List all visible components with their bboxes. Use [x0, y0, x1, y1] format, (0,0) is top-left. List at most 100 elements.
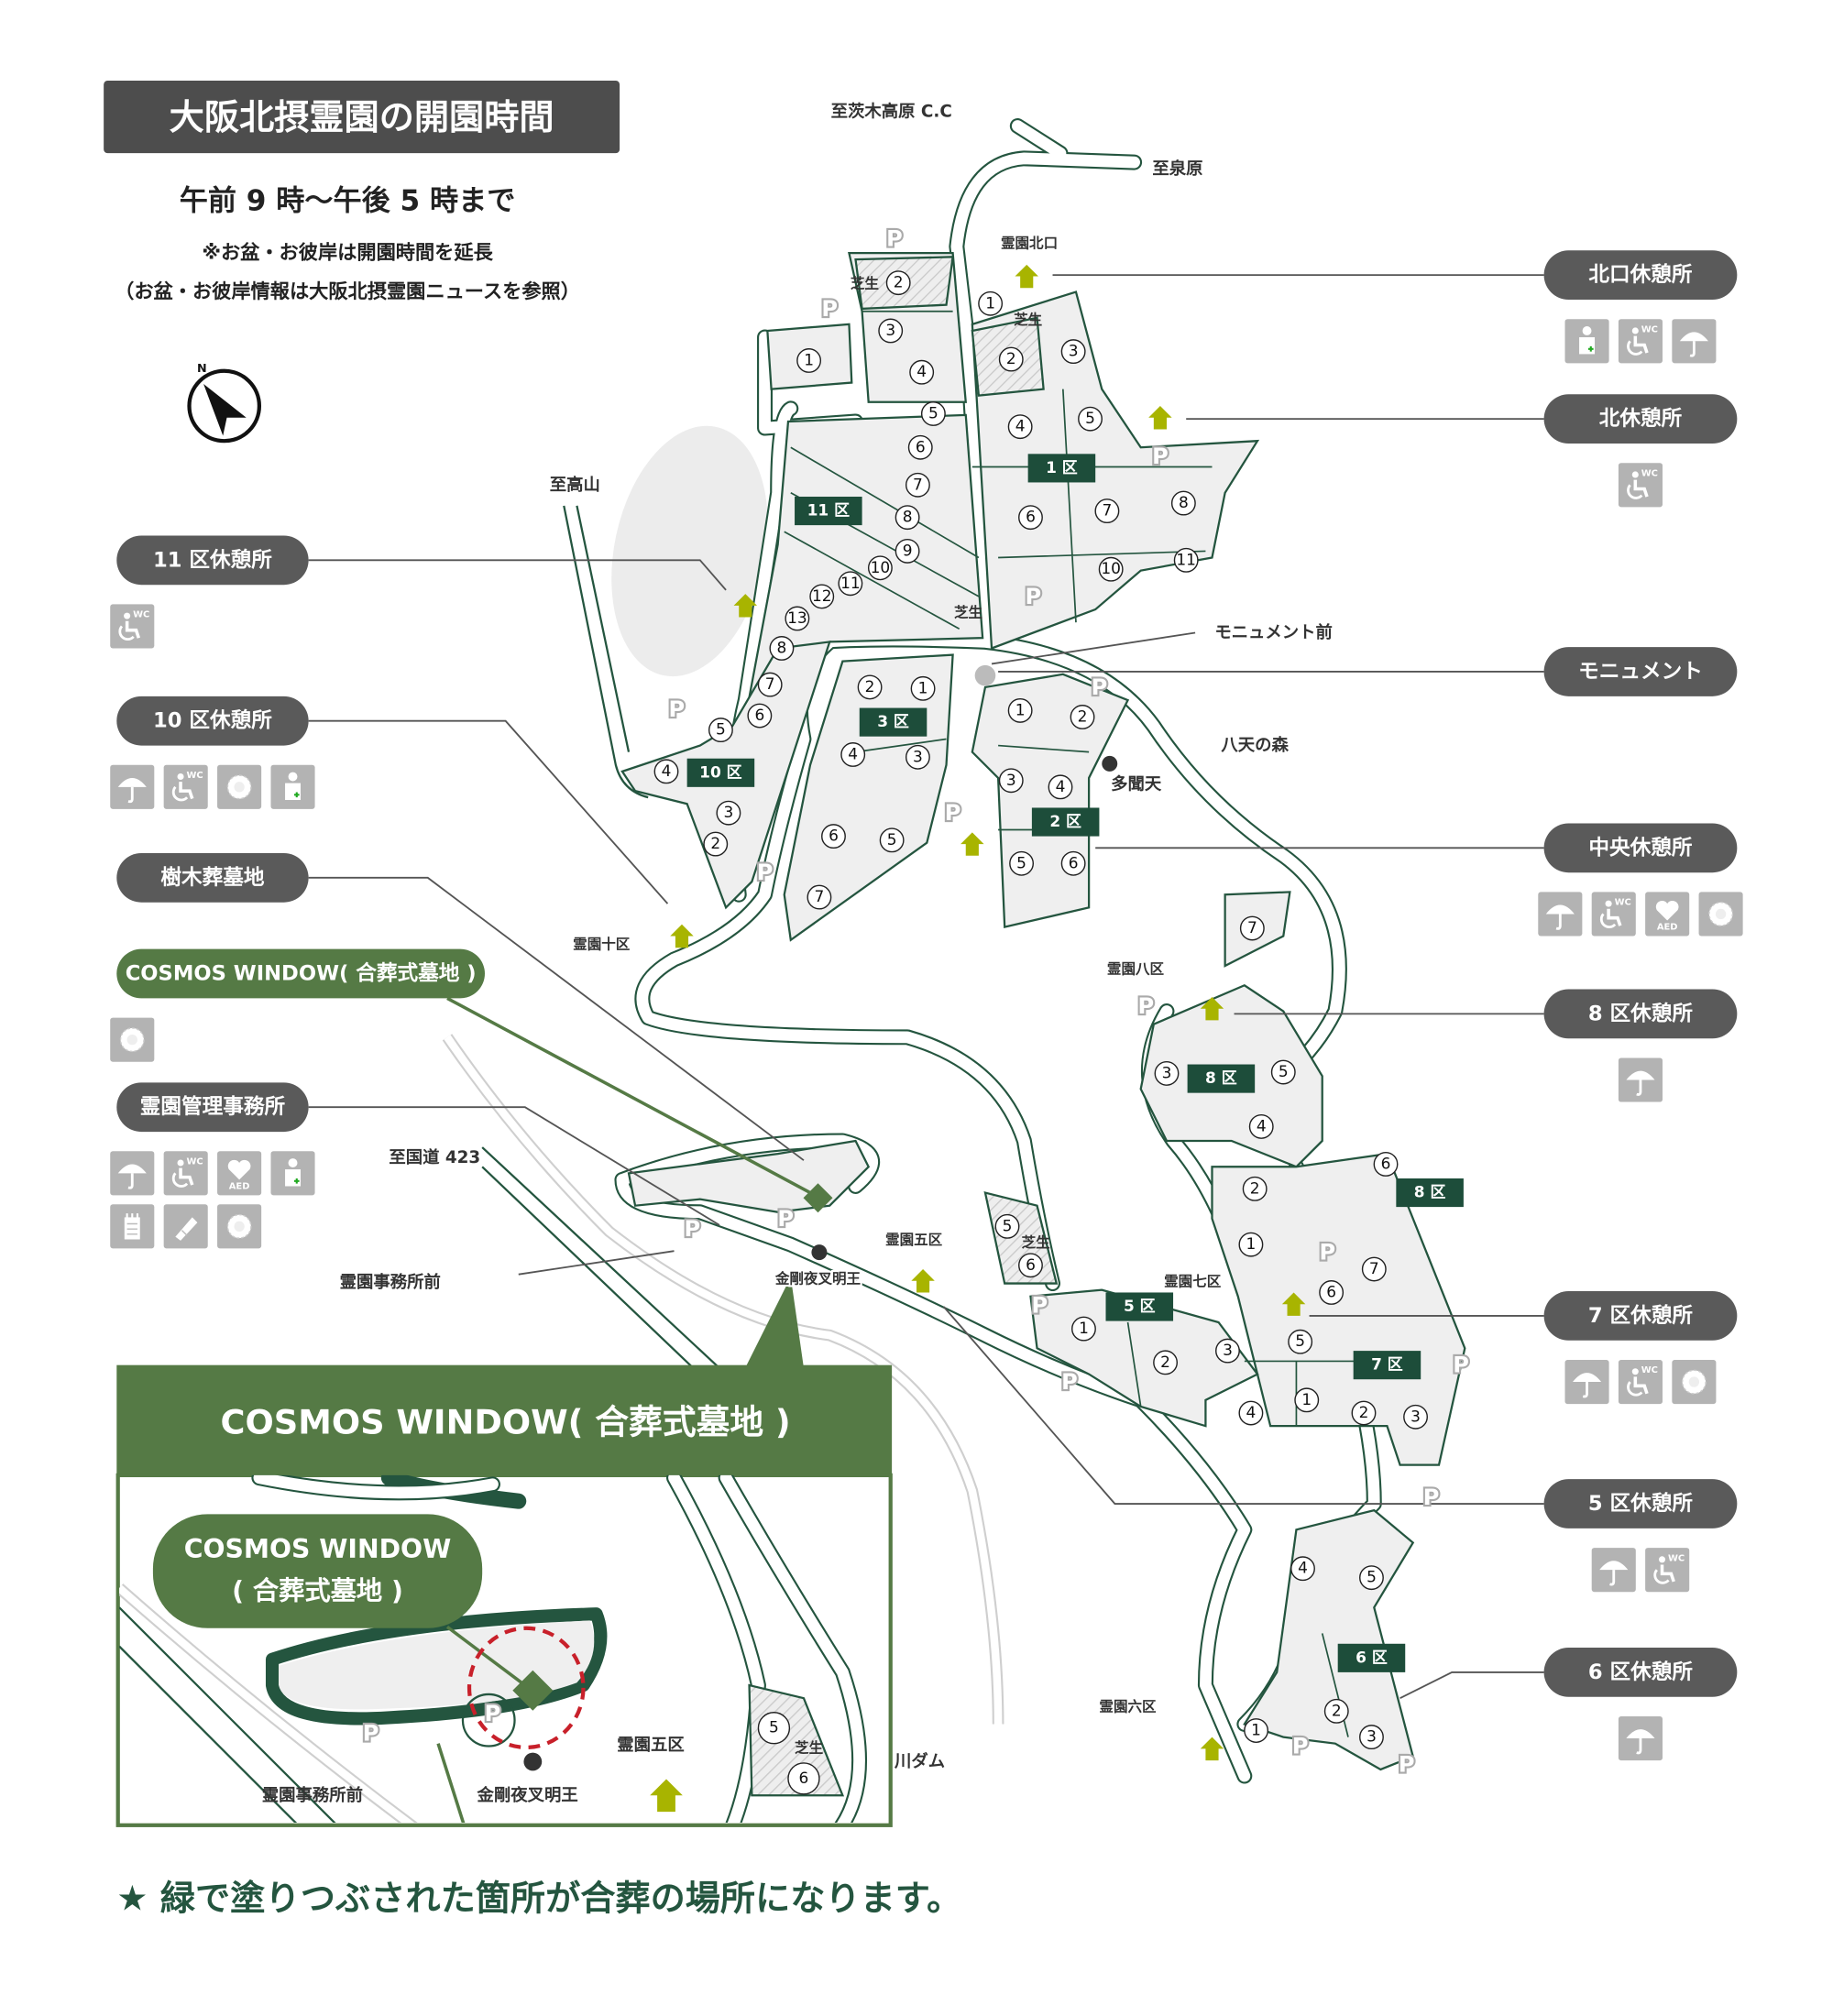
plot-number: 3: [1069, 343, 1079, 361]
label-lawn: 芝生: [1014, 311, 1043, 328]
plot-number-circle: [1248, 1113, 1274, 1139]
plot-number-circle: [1060, 339, 1086, 365]
aed-label: AED: [229, 1181, 250, 1191]
section-6: [1243, 1508, 1415, 1771]
plot-number-circle: [703, 831, 729, 857]
label-kongo: 金剛夜叉明王: [774, 1270, 862, 1287]
plot-number-circle: [840, 742, 866, 767]
wc-label: WC: [1641, 324, 1658, 334]
map-labels: 至茨木高原 C.C 至泉原 至高山 至国道 423 霊園事務所前 モニュメント前…: [340, 102, 1333, 1772]
plot-number-circle: [895, 538, 920, 564]
road-inner: [950, 152, 1140, 641]
plot-number: 4: [1056, 778, 1066, 796]
rest-house-icon: [1148, 405, 1172, 430]
monument-marker: [974, 664, 996, 686]
compass-north-label: N: [197, 361, 207, 375]
plot-number-circle: [1242, 1176, 1268, 1201]
plot-number: 7: [815, 888, 825, 906]
plot-number: 5: [1279, 1063, 1289, 1081]
plot-number-circle: [1060, 850, 1086, 876]
inset-callout-pointer: [745, 1276, 804, 1368]
facility-pill-kitaguchi: [1543, 250, 1738, 301]
plot-number: 8: [777, 639, 787, 657]
plot-number-circle: [867, 555, 893, 581]
district-label: 3 区: [877, 713, 909, 731]
plot-number: 7: [1103, 502, 1113, 520]
plot-number: 3: [1006, 772, 1016, 790]
facility-pill-chuo: [1543, 823, 1738, 873]
label-to-izumihara: 至泉原: [1152, 159, 1202, 179]
plot-number-circle: [807, 884, 832, 910]
label-north-gate: 霊園北口: [1001, 235, 1058, 251]
plot-number-circle: [878, 318, 904, 344]
inset-cosmos-pill: [152, 1514, 483, 1628]
rest-house-icon: [1200, 1737, 1224, 1761]
road-to-takayama: [563, 505, 649, 799]
plot-number-circle: [910, 675, 936, 701]
label-tamonten: 多聞天: [1111, 774, 1162, 794]
plot-number-circle: [998, 768, 1024, 794]
plot-number: 3: [1367, 1728, 1377, 1747]
plot-number-circle: [1007, 414, 1033, 440]
district-label: 5 区: [1124, 1298, 1156, 1316]
plot-number: 1: [1301, 1391, 1312, 1409]
plot-number: 10: [1101, 560, 1121, 578]
plot-number-circle: [1215, 1338, 1240, 1364]
chrysanthemum-icon: [226, 1213, 252, 1239]
facility-label-cosmos: COSMOS WINDOW( 合葬式墓地 ): [126, 961, 477, 986]
district-labels: 1 区11 区3 区10 区2 区8 区8 区5 区7 区6 区: [686, 454, 1464, 1672]
river-inner: [444, 1035, 1003, 1725]
plot-number-circle: [809, 584, 835, 609]
inset-parking: P: [485, 1701, 501, 1726]
parking-icon: P: [757, 860, 774, 885]
label-to-takayama: 至高山: [550, 475, 600, 495]
plot-number-circle: [1009, 850, 1035, 876]
district-label-box: [795, 497, 862, 526]
plot-number: 7: [765, 675, 775, 694]
plot-number: 12: [812, 587, 832, 606]
plot-number-circle: [769, 636, 795, 661]
plot-number-circle: [1071, 1316, 1096, 1342]
road-inner: [636, 636, 1059, 1289]
opening-hours: 午前 9 時〜午後 5 時まで: [180, 185, 516, 218]
plot-number-circle: [1070, 705, 1095, 729]
plot-number: 10: [871, 559, 891, 577]
plot-number: 7: [1369, 1260, 1379, 1278]
hours-title: 大阪北摂霊園の開園時間: [170, 98, 554, 138]
plot-number: 4: [1298, 1560, 1308, 1578]
plot-number: 8: [903, 509, 913, 527]
facility-label-rest8: 8 区休憩所: [1588, 1001, 1693, 1025]
plot-number-circle: [1238, 1232, 1264, 1257]
plot-number-circle: [1238, 1400, 1264, 1426]
plot-number-circle: [905, 472, 930, 498]
inset-stop5: 霊園五区: [617, 1736, 685, 1755]
label-hatten-forest: 八天の森: [1221, 735, 1289, 755]
facility-label-rest11: 11 区休憩所: [153, 547, 272, 572]
wc-label: WC: [1641, 468, 1658, 478]
district-label: 7 区: [1371, 1356, 1403, 1375]
label-to-ibaraki: 至茨木高原 C.C: [831, 102, 952, 122]
plot-number: 6: [916, 438, 926, 456]
wc-label: WC: [1641, 1365, 1658, 1375]
plot-number: 1: [985, 294, 995, 312]
plot-number: 5: [928, 404, 938, 422]
facility-label-monument: モニュメント: [1578, 660, 1703, 684]
plot-number: 2: [1160, 1353, 1170, 1372]
parking-icon: P: [945, 800, 961, 826]
district-label: 8 区: [1414, 1184, 1446, 1202]
plot-number-circle: [1007, 697, 1033, 723]
plot-number: 1: [1015, 701, 1026, 719]
plot-number-circle: [1094, 499, 1120, 524]
plot-number-circle: [1359, 1565, 1384, 1591]
label-stop7: 霊園七区: [1164, 1273, 1222, 1289]
inset-pill-line1: COSMOS WINDOW: [184, 1534, 452, 1564]
plot-number-circle: [1290, 1556, 1315, 1582]
wc-label: WC: [1615, 898, 1631, 908]
plot-number-circle: [998, 346, 1024, 372]
district-label-box: [686, 758, 755, 787]
district-label-box: [1396, 1178, 1464, 1208]
label-dam: 川ダム: [894, 1751, 945, 1771]
district-label: 2 区: [1049, 813, 1081, 831]
